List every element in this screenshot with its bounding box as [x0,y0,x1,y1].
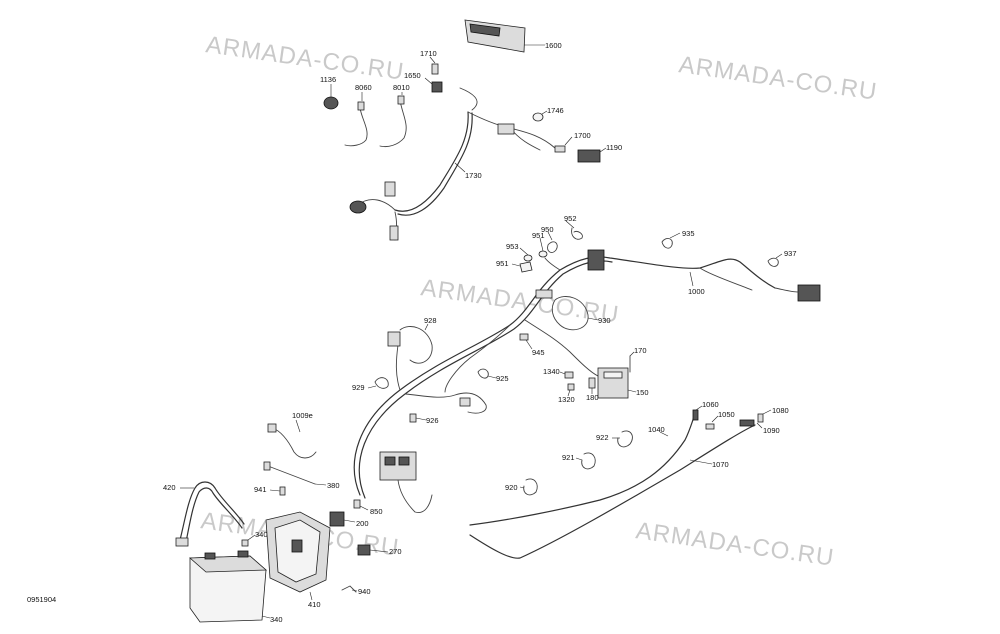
front-connector-937 [797,284,821,302]
callout-1320: 1320 [558,395,575,404]
callout-953: 953 [506,242,519,251]
callout-952: 952 [564,214,577,223]
connector-8010 [397,95,405,105]
harness-junction [384,181,396,197]
callout-340a: 340a [255,530,273,539]
callout-950: 950 [541,225,554,234]
part-1190 [577,149,601,163]
battery-group: 420 340 340a 410 941 380 1009e [163,411,402,624]
callout-180: 180 [586,393,599,402]
part-270 [357,544,371,556]
callout-1700: 1700 [574,131,591,140]
callout-8060: 8060 [355,83,372,92]
callout-945: 945 [532,348,545,357]
callout-1600: 1600 [545,41,562,50]
connector-8060 [357,101,365,111]
fuse-box [379,451,417,481]
callout-930: 930 [598,316,611,325]
harness-clip-a [535,289,553,299]
callout-1009: 1009e [292,411,313,420]
callout-1050: 1050 [718,410,735,419]
callout-410: 410 [308,600,321,609]
callout-200: 200 [356,519,369,528]
callout-1090: 1090 [763,426,780,435]
callout-929: 929 [352,383,365,392]
callout-928: 928 [424,316,437,325]
callout-1080: 1080 [772,406,789,415]
main-harness-group: 1000 [353,249,821,513]
callout-1070: 1070 [712,460,729,469]
watermark-bottom-right: ARMADA-CO.RU [634,517,836,572]
callout-150: 150 [636,388,649,397]
callout-1040: 1040 [648,425,665,434]
watermark-top-right: ARMADA-CO.RU [677,51,879,106]
callout-170: 170 [634,346,647,355]
callout-1340: 1340 [543,367,560,376]
callout-340: 340 [270,615,283,624]
callout-951b: 951 [496,259,509,268]
callout-1710: 1710 [420,49,437,58]
switch-1136 [323,96,339,110]
fuse-1 [384,456,396,466]
switch-parts-group: 1136 8060 8010 1710 1650 1746 1700 1190 [320,49,622,163]
cables-group: 1060 1050 1080 1090 1040 1070 922 921 92… [469,400,789,559]
callout-1190: 1190 [606,143,622,152]
callout-925: 925 [496,374,509,383]
part-200 [329,511,345,527]
callout-420: 420 [163,483,176,492]
callout-1730: 1730 [465,171,482,180]
part-1700 [554,145,566,153]
harness-connector-left [387,331,401,347]
gauge-cluster-group: 1600 [464,19,562,53]
callout-922: 922 [596,433,609,442]
callout-921: 921 [562,453,575,462]
part-1710 [431,63,439,75]
callout-951a: 951 [532,231,545,240]
callout-1060: 1060 [702,400,719,409]
connector-lower [389,225,399,241]
front-harness-connector [587,249,605,271]
callout-920: 920 [505,483,518,492]
clamps-group: 952 951 950 953 951 935 937 928 930 945 … [352,214,797,425]
harness-connector-mid [497,123,515,135]
part-1746 [532,112,544,122]
callout-850: 850 [370,507,383,516]
callout-1000: 1000 [688,287,705,296]
callout-380: 380 [327,481,340,490]
callout-926: 926 [426,416,439,425]
callout-1136: 1136 [320,75,336,84]
figure-code: 0951904 [27,595,56,604]
callout-937: 937 [784,249,797,258]
callout-8010: 8010 [393,83,410,92]
harness-plug-left [349,200,367,214]
callout-1746: 1746 [547,106,564,115]
harness-clip-b [459,397,471,407]
regulator-group: 150 170 180 1340 1320 [543,346,649,404]
fuse-2 [398,456,410,466]
callout-941: 941 [254,485,267,494]
part-1650 [431,81,443,93]
watermark-top-left: ARMADA-CO.RU [204,31,406,86]
callout-270: 270 [389,547,402,556]
callout-940: 940 [358,587,371,596]
watermark-center: ARMADA-CO.RU [419,274,621,329]
callout-1650: 1650 [404,71,421,80]
callout-935: 935 [682,229,695,238]
gauge-display [469,23,501,37]
upper-harness-group: 1730 [349,87,556,241]
